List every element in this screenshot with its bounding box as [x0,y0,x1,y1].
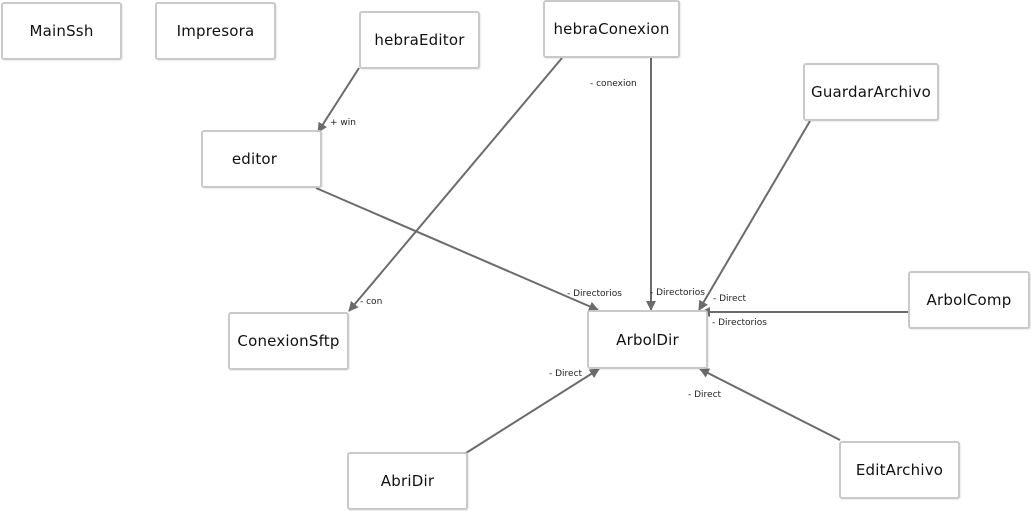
class-node-label: hebraEditor [374,31,465,49]
class-node-label: editor [231,150,278,168]
edge-label-editor-directorios: - Directorios [567,289,622,299]
class-node-arbolcomp[interactable]: ArbolComp [908,271,1030,329]
edge-lines [315,57,908,454]
edge-label-editarchivo-direct: - Direct [688,390,722,400]
class-node-conexionsftp[interactable]: ConexionSftp [228,312,349,370]
edge-label-conexion: - conexion [590,79,637,89]
class-node-hebraconexion[interactable]: hebraConexion [543,0,680,58]
edge-guardararchivo-to-arboldir [698,120,811,311]
edge-labels: + win - Directorios - con - conexion - D… [330,79,767,400]
class-node-label: MainSsh [29,22,94,40]
class-node-editor[interactable]: editor [201,130,322,188]
class-node-label: ArbolDir [616,330,679,349]
class-node-mainssh[interactable]: MainSsh [1,2,122,60]
edge-label-win: + win [330,118,356,128]
edge-label-guardar-direct: - Direct [713,294,747,304]
edge-editor-to-arboldir [315,187,599,312]
class-node-label: Impresora [176,22,255,40]
edge-editarchivo-to-arboldir [699,368,841,441]
edge-label-arbolcomp-directorios: - Directorios [712,318,767,328]
class-node-label: GuardarArchivo [811,83,931,101]
class-node-impresora[interactable]: Impresora [155,2,276,60]
edge-label-abridir-direct: - Direct [549,369,583,379]
class-node-editarchivo[interactable]: EditArchivo [839,441,960,499]
class-node-label: ConexionSftp [237,332,340,350]
class-node-abridir[interactable]: AbriDir [347,452,468,510]
edge-abridir-to-arboldir [465,368,600,454]
edge-hebraeditor-to-editor [317,67,360,133]
class-node-arboldir[interactable]: ArbolDir [587,310,708,369]
edge-label-con: - con [360,297,382,307]
class-node-label: ArbolComp [926,291,1012,309]
class-node-label: hebraConexion [553,20,670,38]
class-node-label: EditArchivo [855,461,944,479]
edge-hebraconexion-to-conexionsftp [348,57,563,312]
class-node-guardararchivo[interactable]: GuardarArchivo [803,63,939,121]
class-node-label: AbriDir [380,472,435,490]
class-node-hebraeditor[interactable]: hebraEditor [359,11,480,69]
edge-label-hebraconexion-directorios: - Directorios [650,288,705,298]
